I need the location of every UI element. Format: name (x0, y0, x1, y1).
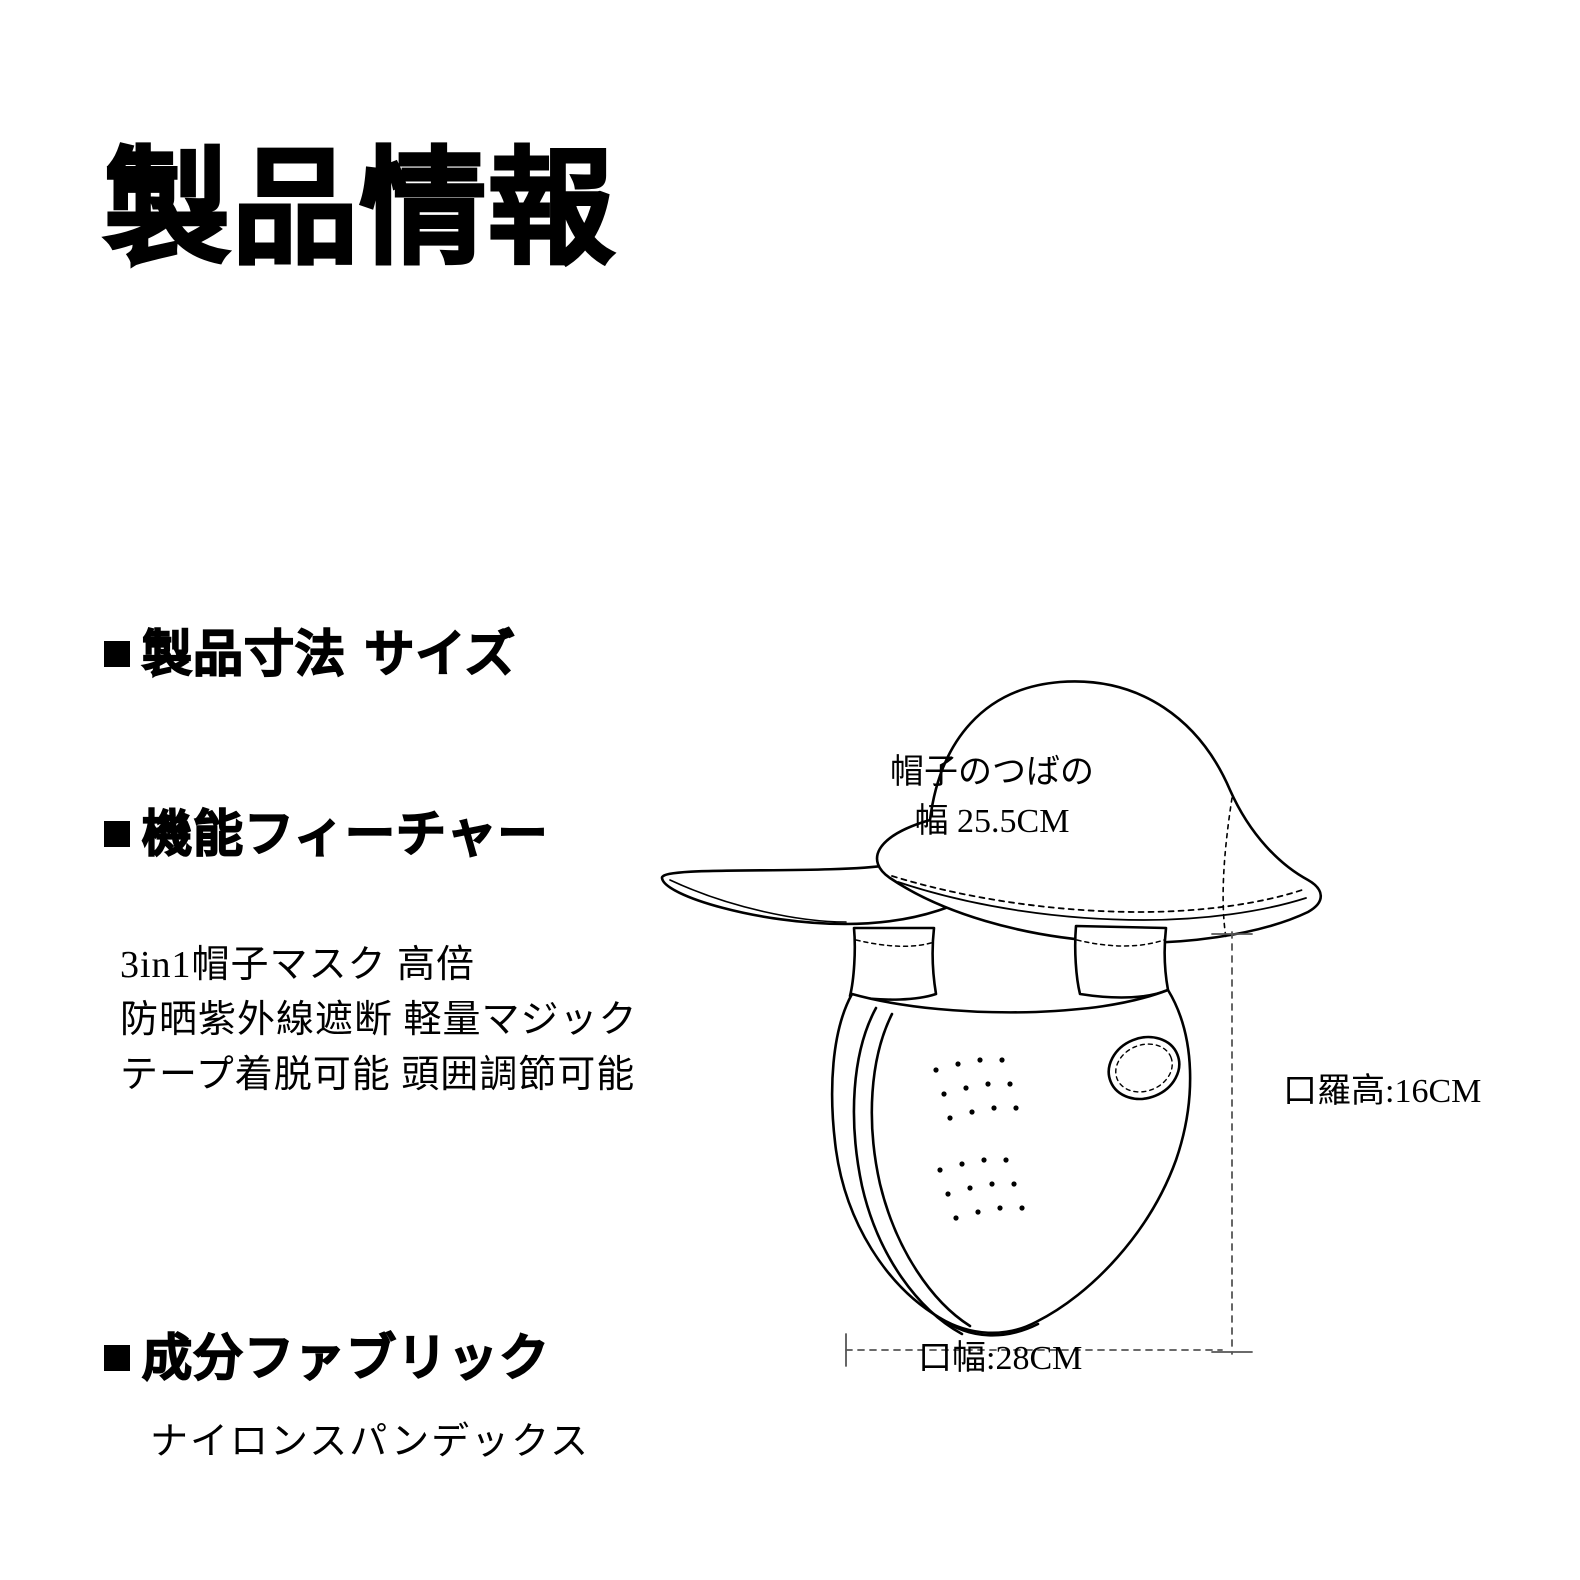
mask-body (830, 988, 1192, 1335)
page-title: 製品情報 (103, 135, 616, 282)
hat-crown-seam (1222, 797, 1233, 939)
hat-brim-seam (891, 875, 1303, 913)
section-feature: 機能フィーチャー (104, 805, 549, 863)
hat-main (875, 680, 1323, 945)
mask-bottom-curve (938, 1316, 1040, 1337)
section-fabric-body: ナイロンスパンデックス (150, 1421, 591, 1463)
mask-strap-left-stitch (855, 939, 935, 948)
mask-strap-right-stitch (1076, 939, 1165, 947)
product-line-drawing-svg (660, 680, 1323, 1367)
mask-side-patch-stitch (1115, 1043, 1173, 1093)
mask-strap-right (1073, 924, 1170, 999)
mask-strap-left (848, 926, 938, 1001)
section-fabric-heading: 成分ファブリック (141, 1329, 550, 1387)
product-illustration (640, 650, 1540, 1450)
mask-front-panel (852, 1006, 964, 1336)
hat-flap-seam (669, 879, 847, 923)
section-feature-heading: 機能フィーチャー (141, 805, 549, 863)
bullet-square-icon (104, 641, 130, 668)
bullet-square-icon (104, 821, 130, 848)
section-fabric: 成分ファブリック (104, 1329, 550, 1387)
label-mask-width: 口幅:28CM (918, 1340, 1083, 1377)
label-mask-height: 口羅高:16CM (1283, 1073, 1482, 1110)
section-size-heading: 製品寸法 サイズ (141, 625, 516, 683)
section-feature-body: 3in1帽子マスク 高倍 防晒紫外線遮断 軽量マジック テープ着脱可能 頭囲調節… (120, 944, 638, 1097)
section-size: 製品寸法 サイズ (104, 625, 516, 683)
bullet-square-icon (104, 1345, 130, 1372)
mask-vent-dots (933, 1057, 1025, 1221)
label-hat-brim-width: 帽子のつばの 幅 25.5CM (890, 754, 1094, 841)
hat-brim-edge-line (897, 881, 1307, 921)
mask-front-panel-2 (870, 1012, 972, 1328)
